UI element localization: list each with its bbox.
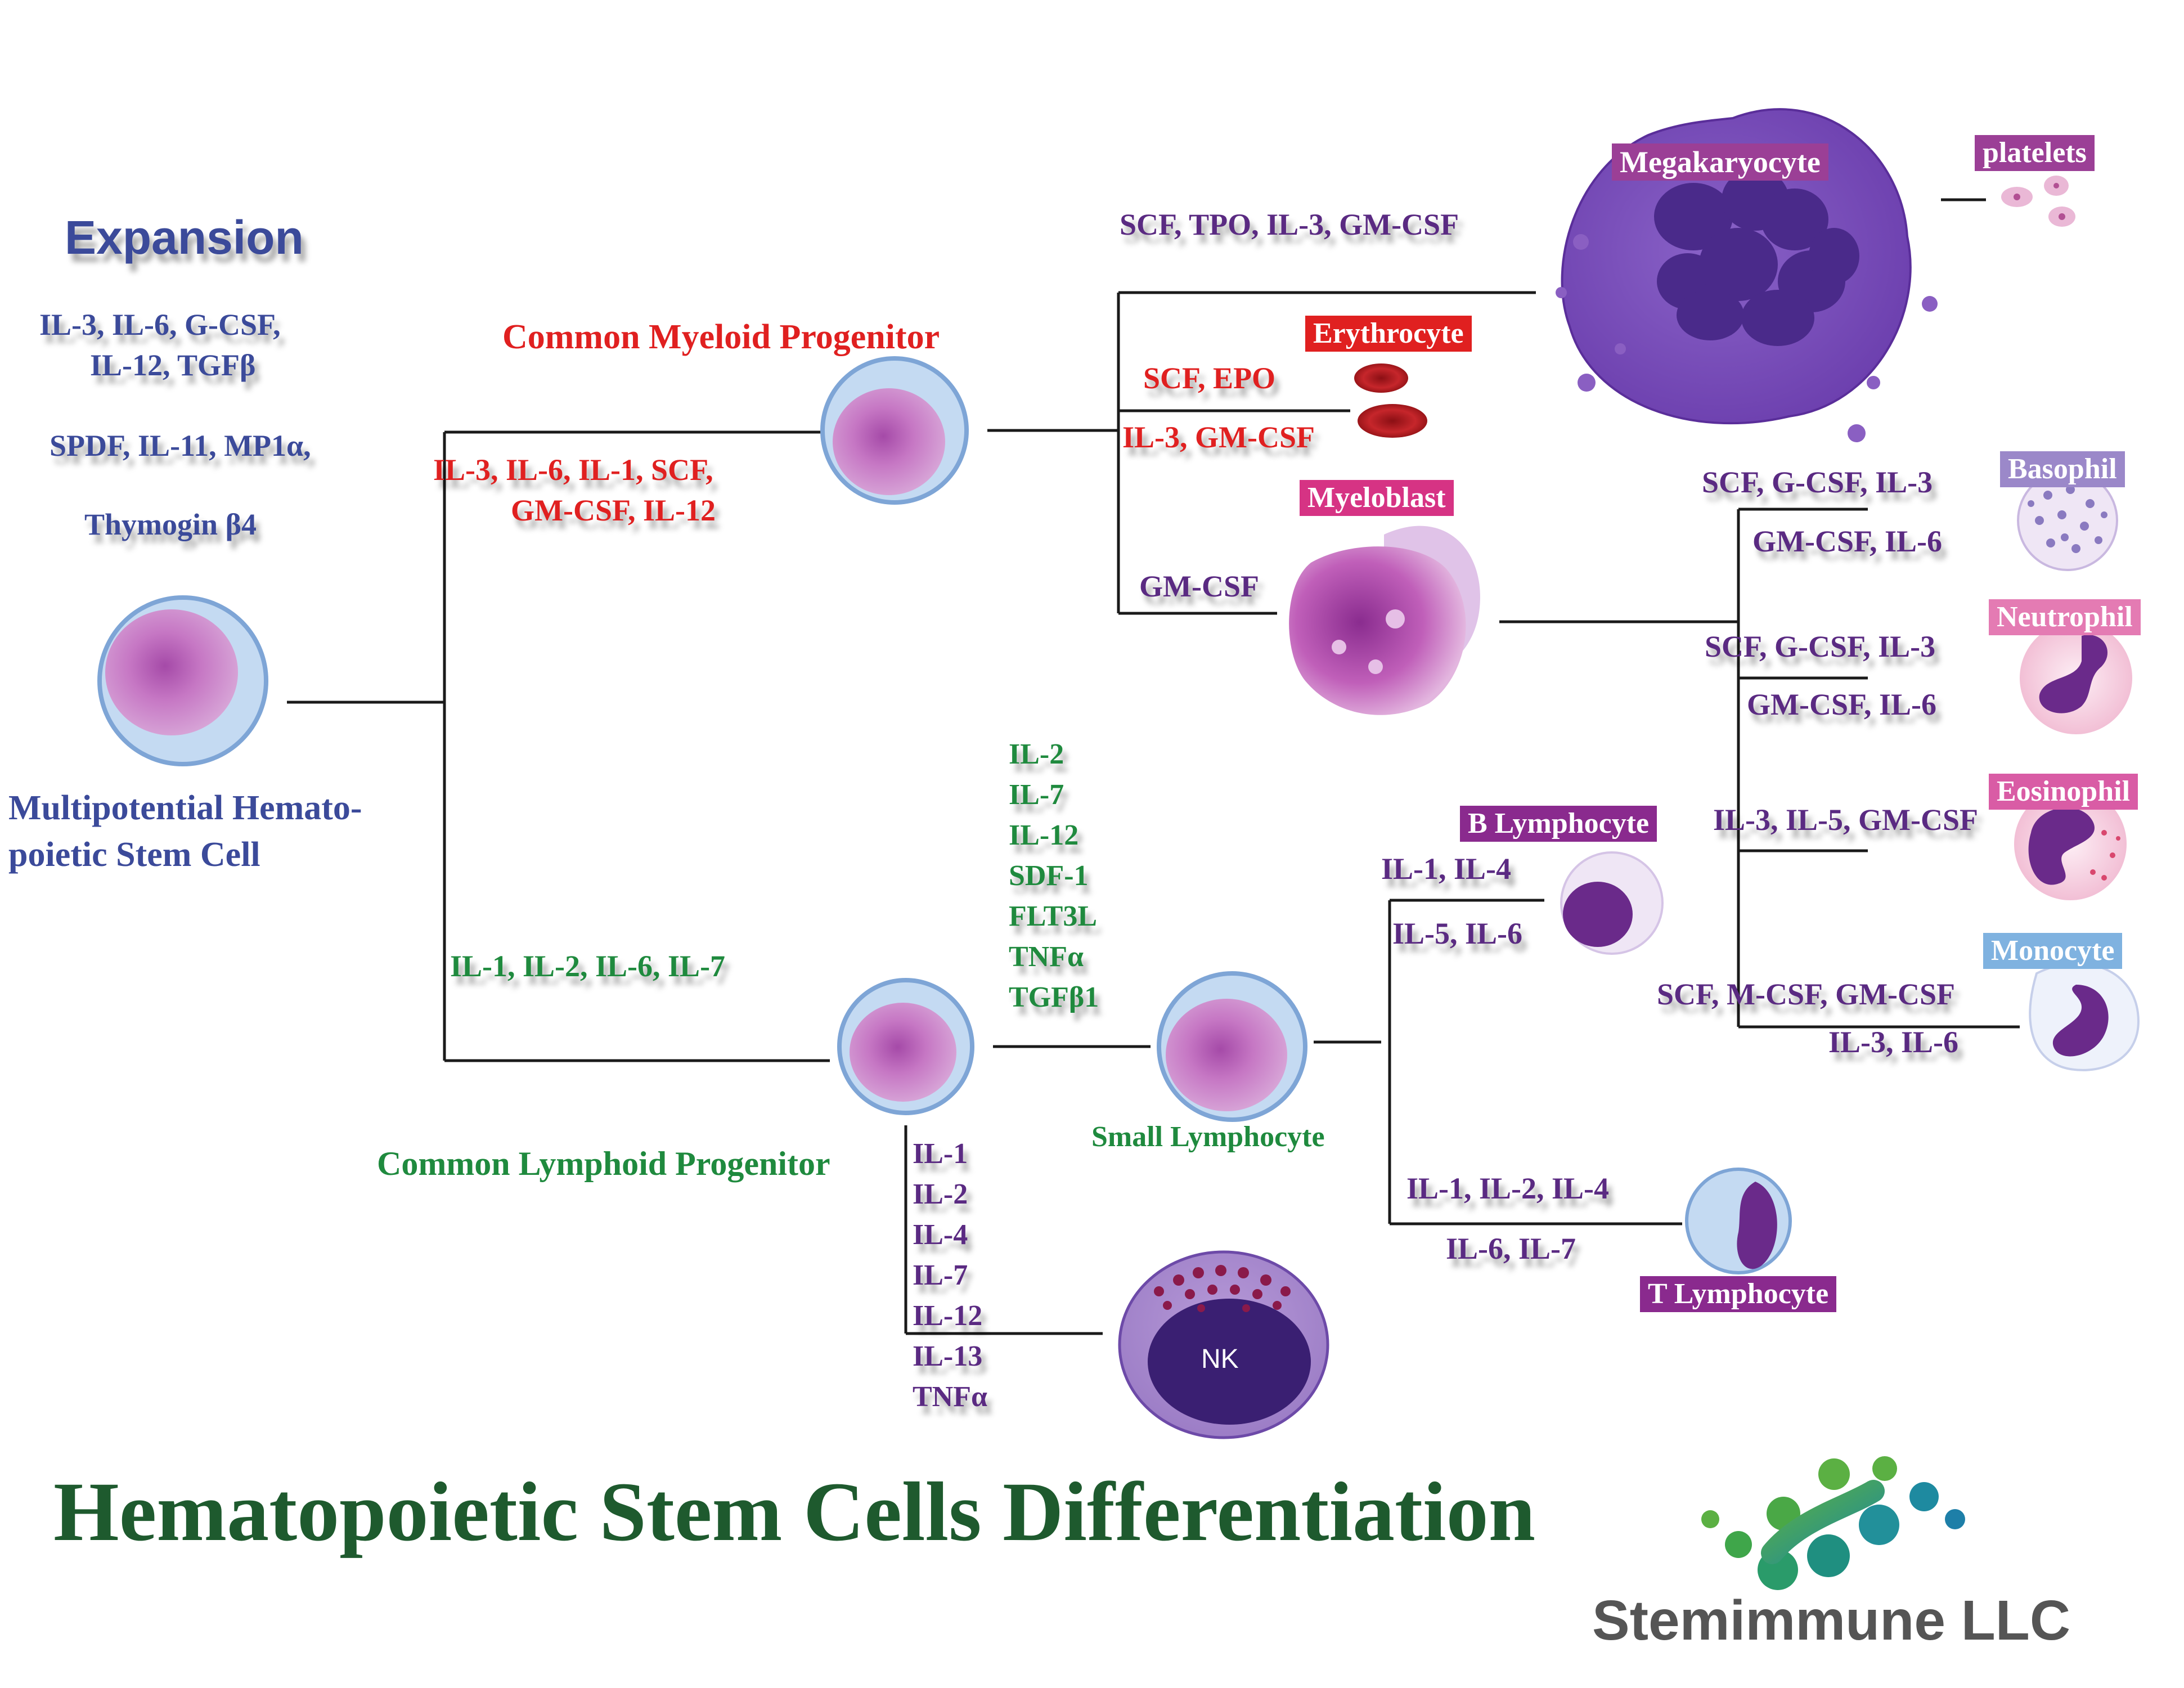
eosinophil-cell xyxy=(2014,788,2127,900)
nk-factor-list: IL-1 IL-2 IL-4 IL-7 IL-12 IL-13 TNFα xyxy=(913,1134,987,1417)
company-name: Stemimmune LLC xyxy=(1592,1589,2071,1652)
cmp-label: Common Myeloid Progenitor xyxy=(502,318,940,356)
connector-lines xyxy=(287,198,2020,1335)
erythrocyte-label: Erythrocyte xyxy=(1305,316,1472,352)
myeloblast-label: Myeloblast xyxy=(1300,480,1454,516)
neutrophil-factors-line2: GM-CSF, IL-6 xyxy=(1747,688,1937,721)
small-lymphocyte-factor-list: IL-2 IL-7 IL-12 SDF-1 FLT3L TNFα TGFβ1 xyxy=(1009,734,1099,1018)
monocyte-cell xyxy=(2029,962,2140,1071)
b-lymphocyte-cell xyxy=(1560,851,1664,955)
t-lymphocyte-cell xyxy=(1685,1168,1792,1274)
monocyte-factors-line2: IL-3, IL-6 xyxy=(1828,1025,1959,1059)
factor-item: TNFα xyxy=(1009,941,1084,973)
factor-item: FLT3L xyxy=(1009,900,1098,932)
megakaryocyte-factors: SCF, TPO, IL-3, GM-CSF xyxy=(1120,208,1459,241)
nk-label: NK xyxy=(1201,1344,1239,1374)
erythrocyte-factors-line1: SCF, EPO xyxy=(1143,361,1276,395)
monocyte-factors-line1: SCF, M-CSF, GM-CSF xyxy=(1657,977,1956,1011)
t-lymphocyte-factors-line2: IL-6, IL-7 xyxy=(1446,1232,1576,1265)
factor-item: IL-7 xyxy=(913,1259,968,1291)
cmp-factors-line1: IL-3, IL-6, IL-1, SCF, xyxy=(433,453,713,487)
stem-cell xyxy=(97,595,268,766)
factor-item: IL-7 xyxy=(1009,779,1064,811)
cmp-cell xyxy=(820,356,969,505)
monocyte-label: Monocyte xyxy=(1983,933,2123,969)
company-logo-mark xyxy=(1701,1456,1965,1590)
factor-item: IL-2 xyxy=(1009,738,1064,770)
clp-factors: IL-1, IL-2, IL-6, IL-7 xyxy=(450,949,726,983)
basophil-cell xyxy=(2017,470,2118,571)
factor-item: TNFα xyxy=(913,1381,988,1413)
neutrophil-cell xyxy=(2020,622,2132,734)
clp-cell xyxy=(837,978,974,1115)
megakaryocyte-cell xyxy=(1556,108,1938,442)
erythrocyte-factors-line2: IL-3, GM-CSF xyxy=(1122,420,1315,454)
neutrophil-label: Neutrophil xyxy=(1989,599,2141,635)
b-lymphocyte-label: B Lymphocyte xyxy=(1460,806,1657,842)
small-lymphocyte-cell xyxy=(1157,971,1307,1122)
expansion-factors-line2: IL-12, TGFβ xyxy=(90,348,256,382)
eosinophil-label: Eosinophil xyxy=(1989,774,2138,810)
factor-item: IL-1 xyxy=(913,1138,968,1170)
expansion-factors-line4: Thymogin β4 xyxy=(84,508,257,541)
b-lymphocyte-factors-line1: IL-1, IL-4 xyxy=(1381,852,1512,886)
t-lymphocyte-factors-line1: IL-1, IL-2, IL-4 xyxy=(1406,1171,1610,1205)
basophil-factors-line1: SCF, G-CSF, IL-3 xyxy=(1702,465,1933,499)
platelets-cells xyxy=(2001,176,2075,227)
factor-item: TGFβ1 xyxy=(1009,981,1099,1013)
myeloblast-factors: GM-CSF xyxy=(1139,569,1259,603)
stem-cell-label-line1: Multipotential Hemato- xyxy=(8,789,362,827)
eosinophil-factors: IL-3, IL-5, GM-CSF xyxy=(1713,803,1978,837)
factor-item: IL-12 xyxy=(913,1300,983,1332)
basophil-factors-line2: GM-CSF, IL-6 xyxy=(1752,524,1943,558)
basophil-granules xyxy=(2028,485,2107,553)
stem-cell-label-line2: poietic Stem Cell xyxy=(8,836,260,874)
platelets-label: platelets xyxy=(1975,135,2095,171)
expansion-factors-line3: SPDF, IL-11, MP1α, xyxy=(50,429,311,463)
expansion-factors-line1: IL-3, IL-6, G-CSF, xyxy=(39,308,281,342)
factor-item: SDF-1 xyxy=(1009,860,1089,892)
t-lymphocyte-label: T Lymphocyte xyxy=(1640,1276,1837,1312)
myeloblast-cell xyxy=(1289,526,1480,715)
megakaryocyte-label: Megakaryocyte xyxy=(1612,143,1828,181)
erythrocyte-cells xyxy=(1354,363,1427,438)
b-lymphocyte-factors-line2: IL-5, IL-6 xyxy=(1392,917,1523,950)
neutrophil-factors-line1: SCF, G-CSF, IL-3 xyxy=(1705,630,1936,663)
factor-item: IL-4 xyxy=(913,1219,968,1251)
small-lymphocyte-label: Small Lymphocyte xyxy=(1091,1121,1325,1153)
clp-label: Common Lymphoid Progenitor xyxy=(377,1145,830,1182)
factor-item: IL-2 xyxy=(913,1178,968,1210)
factor-item: IL-12 xyxy=(1009,819,1079,851)
nk-cell xyxy=(1118,1250,1329,1439)
factor-item: IL-13 xyxy=(913,1340,983,1372)
basophil-label: Basophil xyxy=(2000,451,2125,487)
expansion-heading: Expansion xyxy=(65,211,304,264)
cmp-factors-line2: GM-CSF, IL-12 xyxy=(511,493,716,527)
page-title: Hematopoietic Stem Cells Differentiation xyxy=(53,1465,1536,1559)
